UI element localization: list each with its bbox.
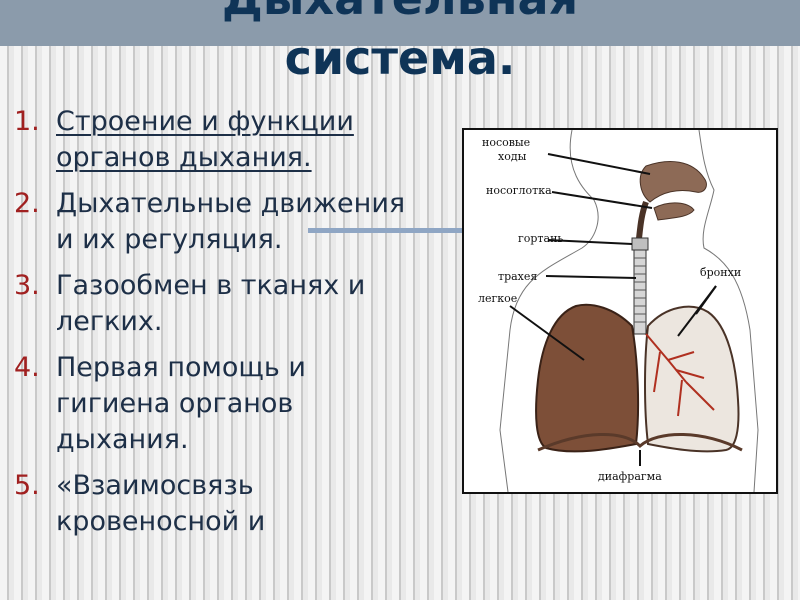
respiratory-diagram-svg: носовые ходы носоглотка гортань трахея л… — [478, 130, 759, 492]
pointer-lines — [509, 153, 717, 466]
topic-text: Газообмен в тканях и легких. — [56, 270, 366, 337]
topic-text: «Взаимосвязь кровеносной и — [56, 470, 266, 537]
topic-text: Первая помощь и гигиена органов дыхания. — [56, 352, 306, 455]
label-trachea: трахея — [498, 270, 537, 283]
decorative-rule — [308, 228, 468, 233]
slide-title-line-1: Дыхательная — [0, 0, 800, 26]
nasal-cavity — [639, 161, 707, 203]
body-outline-right — [698, 130, 759, 492]
slide-title-line-2: система. — [284, 31, 516, 85]
label-nasal-line2: ходы — [498, 150, 527, 163]
trachea — [633, 249, 647, 335]
topic-number: 5. — [14, 470, 40, 501]
topic-link[interactable]: Строение и функции органов дыхания. — [56, 106, 354, 173]
right-lung — [644, 305, 740, 453]
diaphragm — [537, 432, 743, 452]
nasopharynx — [653, 202, 695, 221]
bronchial-tree — [645, 333, 715, 417]
topic-item: 2. Дыхательные движения и их регуляция. — [14, 186, 424, 258]
topic-list: 1. Строение и функции органов дыхания. 2… — [14, 104, 424, 550]
body-outline-left — [499, 130, 599, 492]
left-lung — [535, 303, 640, 453]
topic-number: 4. — [14, 352, 40, 383]
topic-number: 3. — [14, 270, 40, 301]
topic-number: 1. — [14, 106, 40, 137]
larynx — [631, 237, 649, 251]
label-nasal-line1: носовые — [482, 136, 530, 149]
respiratory-system-diagram: носовые ходы носоглотка гортань трахея л… — [462, 128, 778, 494]
topic-item: 3. Газообмен в тканях и легких. — [14, 268, 424, 340]
label-nasopharynx: носоглотка — [486, 184, 552, 197]
label-larynx: гортань — [518, 232, 563, 245]
topic-item: 4. Первая помощь и гигиена органов дыхан… — [14, 350, 424, 458]
topic-number: 2. — [14, 188, 40, 219]
trachea-rings — [634, 257, 646, 323]
label-bronchi: бронхи — [700, 266, 741, 279]
topic-item: 5. «Взаимосвязь кровеносной и — [14, 468, 424, 540]
label-lung: легкое — [478, 292, 517, 305]
topic-text: Дыхательные движения и их регуляция. — [56, 188, 406, 255]
label-diaphragm: диафрагма — [598, 470, 662, 483]
title-band — [0, 0, 800, 46]
topic-item[interactable]: 1. Строение и функции органов дыхания. — [14, 104, 424, 176]
